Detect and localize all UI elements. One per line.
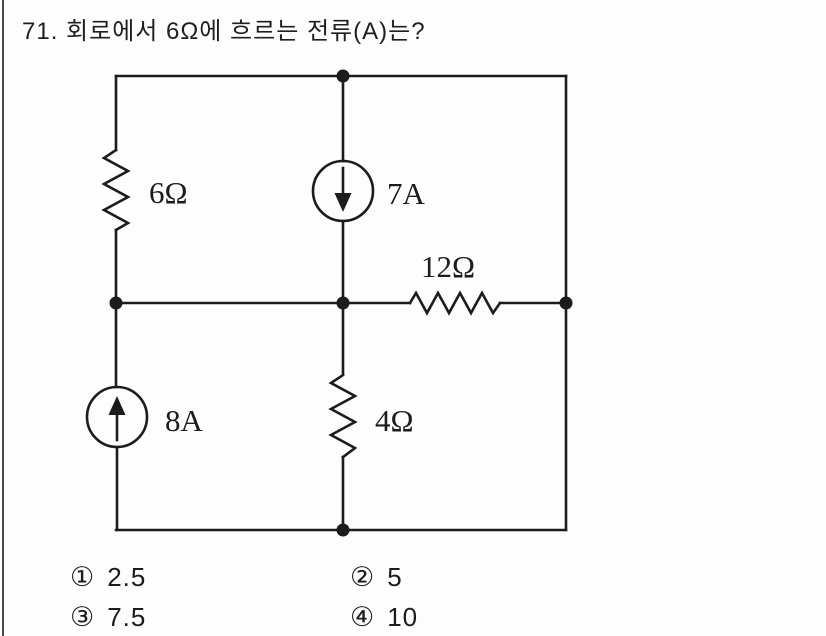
node-dot-top <box>336 69 350 83</box>
current-source-7a-label: 7A <box>387 176 426 211</box>
option-4-value: 10 <box>387 602 419 632</box>
option-2-value: 5 <box>387 562 403 592</box>
current-source-8a-circle <box>85 385 149 449</box>
option-3-marker: ③ <box>70 602 95 633</box>
answer-option-3[interactable]: ③ 7.5 <box>70 602 146 633</box>
option-1-value: 2.5 <box>107 562 147 592</box>
resistor-12ohm-label: 12Ω <box>421 249 475 284</box>
node-dot-mid-right <box>559 296 573 310</box>
node-dot-mid-center <box>336 296 350 310</box>
node-dot-bottom <box>336 523 350 537</box>
current-source-7a-circle <box>311 159 375 223</box>
current-source-8a-label: 8A <box>165 403 204 438</box>
resistor-12ohm-zigzag <box>408 290 502 316</box>
arrow-down-head-icon <box>334 193 352 212</box>
resistor-4ohm-zigzag <box>328 373 358 459</box>
answer-option-2[interactable]: ② 5 <box>350 562 403 593</box>
node-dot-mid-left <box>109 296 123 310</box>
resistor-6ohm-zigzag <box>101 148 131 232</box>
resistor-4ohm-label: 4Ω <box>375 403 414 438</box>
resistor-6ohm-label: 6Ω <box>149 175 188 210</box>
question-text: 71. 회로에서 6Ω에 흐르는 전류(A)는? <box>22 18 426 45</box>
option-2-marker: ② <box>350 562 375 593</box>
answer-option-1[interactable]: ① 2.5 <box>70 562 146 593</box>
arrow-up-head-icon <box>108 396 126 415</box>
option-3-value: 7.5 <box>107 602 147 632</box>
column-divider-line <box>2 0 4 636</box>
option-4-marker: ④ <box>350 602 375 633</box>
answer-option-4[interactable]: ④ 10 <box>350 602 418 633</box>
option-1-marker: ① <box>70 562 95 593</box>
